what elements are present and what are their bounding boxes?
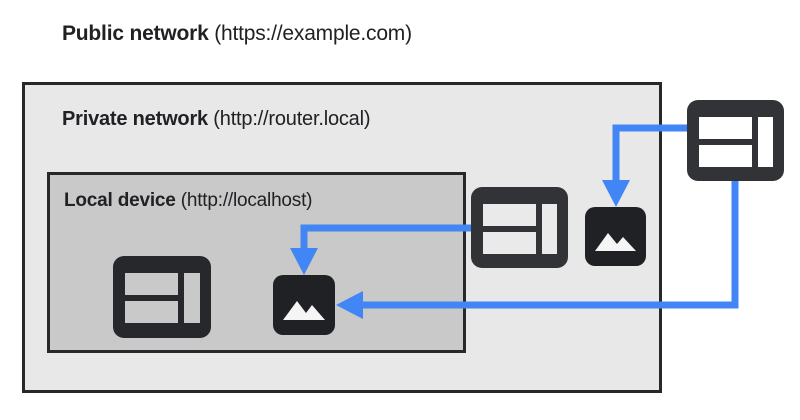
- image-resource-icon: [585, 207, 646, 266]
- browser-window-icon: [113, 256, 211, 338]
- local-device-label-strong: Local device: [64, 190, 176, 211]
- local-device-label: Local device (http://localhost): [64, 190, 313, 212]
- private-network-label: Private network (http://router.local): [62, 108, 370, 131]
- public-network-label: Public network (https://example.com): [62, 22, 412, 46]
- private-network-label-strong: Private network: [62, 108, 208, 130]
- private-network-label-url: (http://router.local): [207, 108, 371, 130]
- image-resource-icon: [273, 275, 335, 335]
- public-network-label-url: (https://example.com): [208, 22, 412, 45]
- browser-window-icon: [687, 100, 784, 181]
- public-network-label-strong: Public network: [62, 22, 209, 45]
- browser-window-icon: [471, 187, 568, 268]
- local-device-label-url: (http://localhost): [175, 190, 313, 211]
